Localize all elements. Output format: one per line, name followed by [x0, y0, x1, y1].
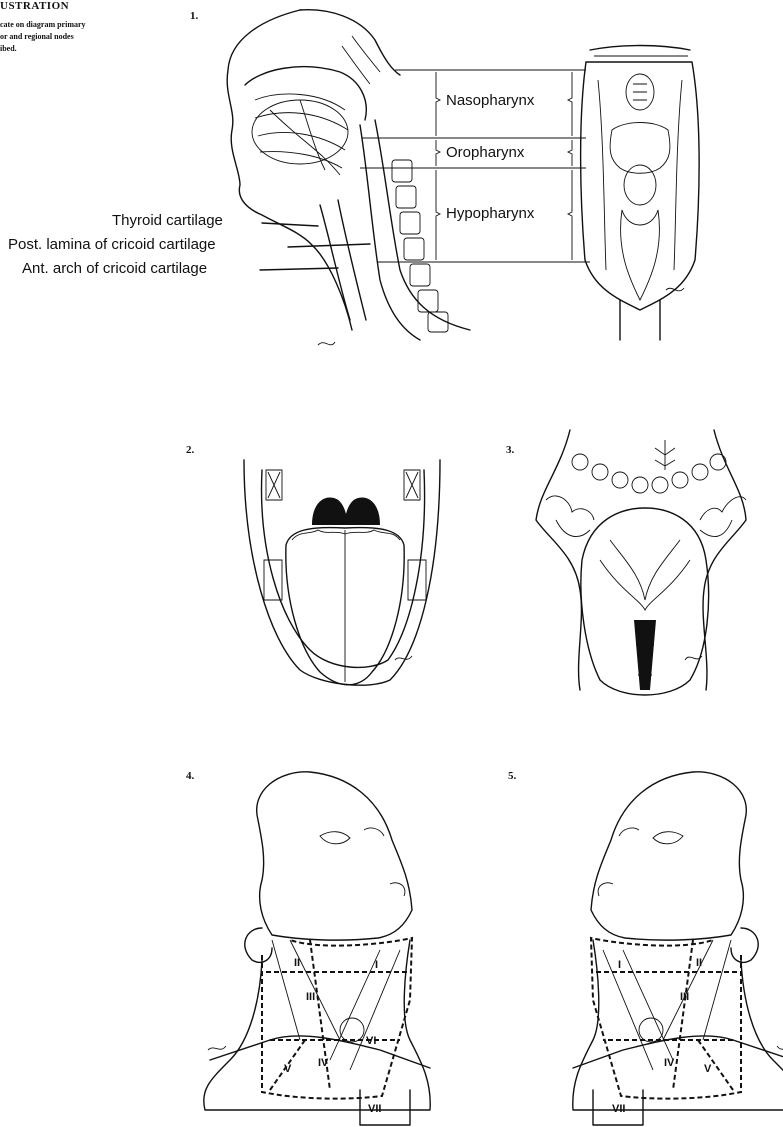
fig5-node-level-i: I — [618, 959, 621, 971]
fig5-node-level-vii: VII — [612, 1103, 625, 1115]
fig5-node-level-ii: II — [696, 957, 702, 969]
fig5-node-level-v: V — [704, 1063, 712, 1075]
fig5-node-level-iv: IV — [664, 1057, 675, 1069]
fig5-node-level-iii: III — [680, 991, 689, 1003]
